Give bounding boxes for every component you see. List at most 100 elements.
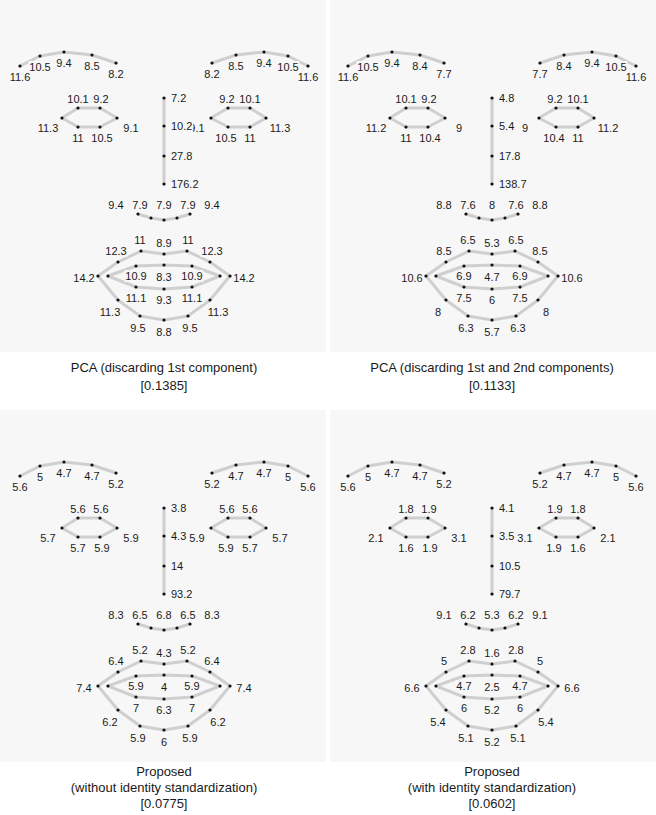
- landmark-point: [210, 61, 213, 64]
- error-value: 2.8: [507, 644, 524, 656]
- error-value: 5.2: [107, 478, 124, 490]
- error-value: 5.9: [129, 732, 146, 744]
- landmark-point: [106, 274, 109, 277]
- landmark-point: [516, 622, 519, 625]
- landmark-point: [98, 535, 101, 538]
- error-value: 9.3: [155, 294, 172, 306]
- nose-line: [163, 508, 166, 594]
- landmark-point: [76, 535, 79, 538]
- landmark-point: [592, 116, 595, 119]
- error-value: 5.2: [179, 644, 196, 656]
- landmark-point: [490, 592, 493, 595]
- landmark-point: [536, 260, 539, 263]
- error-value: 11.3: [37, 122, 60, 134]
- landmark-point: [262, 460, 265, 463]
- error-value: 5.2: [483, 704, 500, 716]
- landmark-point: [467, 249, 470, 252]
- landmark-point: [388, 116, 391, 119]
- landmark-point: [264, 116, 267, 119]
- landmark-point: [185, 249, 188, 252]
- error-value: 9.1: [435, 609, 452, 621]
- panel-caption: PCA (discarding 1st and 2nd components): [370, 360, 614, 376]
- landmark-point: [162, 96, 165, 99]
- error-value: 5: [284, 471, 292, 483]
- error-value: 7.6: [507, 199, 524, 211]
- error-value: 11.3: [269, 122, 292, 134]
- error-value: 1.8: [569, 503, 586, 515]
- error-value: 6.3: [509, 322, 526, 334]
- landmark-point: [576, 535, 579, 538]
- error-value: 79.7: [498, 588, 521, 600]
- landmark-point: [134, 674, 137, 677]
- error-value: 9.2: [218, 93, 235, 105]
- landmark-point: [424, 684, 427, 687]
- error-value: 5: [440, 655, 448, 667]
- landmark-point: [537, 116, 540, 119]
- landmark-point: [490, 728, 493, 731]
- error-value: 10.9: [124, 270, 147, 282]
- landmark-point: [404, 535, 407, 538]
- error-value: 5.1: [457, 732, 474, 744]
- error-value: 10.5: [214, 132, 237, 144]
- error-value: 9.4: [203, 199, 220, 211]
- error-value: 11: [243, 132, 256, 144]
- error-value: 4.7: [255, 467, 272, 479]
- error-value: 6: [160, 736, 168, 748]
- landmark-point: [209, 526, 212, 529]
- landmark-point: [162, 263, 165, 266]
- landmark-point: [490, 287, 493, 290]
- landmark-point: [467, 659, 470, 662]
- error-value: 6.5: [179, 609, 196, 621]
- error-value: 8.5: [83, 60, 100, 72]
- error-value: 6.6: [563, 682, 580, 694]
- landmark-point: [426, 516, 429, 519]
- error-value: 2.8: [459, 644, 476, 656]
- landmark-point: [490, 218, 493, 221]
- error-value: 6.5: [131, 609, 148, 621]
- error-value: 11.3: [207, 306, 230, 318]
- landmark-point: [464, 622, 467, 625]
- error-value: 11: [571, 132, 584, 144]
- error-value: 4.7: [55, 467, 72, 479]
- landmark-point: [60, 116, 63, 119]
- landmark-point: [234, 53, 237, 56]
- landmark-point: [62, 50, 65, 53]
- landmark-point: [462, 285, 465, 288]
- mouth-inner-outline: [436, 675, 548, 699]
- landmark-point: [226, 516, 229, 519]
- error-value: 6: [488, 294, 496, 306]
- error-value: 4.1: [498, 502, 515, 514]
- landmark-point: [175, 216, 178, 219]
- error-value: 10.6: [400, 272, 423, 284]
- landmark-point: [136, 622, 139, 625]
- landmark-point: [554, 535, 557, 538]
- landmark-point: [226, 535, 229, 538]
- error-value: 8.8: [155, 326, 172, 338]
- landmark-point: [634, 64, 637, 67]
- error-value: 93.2: [170, 588, 193, 600]
- error-value: 10.1: [566, 93, 589, 105]
- landmark-point: [190, 695, 193, 698]
- eye-outline: [539, 108, 594, 127]
- landmark-point: [306, 474, 309, 477]
- error-value: 8.5: [435, 245, 452, 257]
- landmark-point: [576, 125, 579, 128]
- landmark-point: [115, 116, 118, 119]
- error-value: 11.1: [181, 292, 204, 304]
- nose-line: [163, 98, 166, 184]
- error-value: 10.4: [542, 132, 565, 144]
- error-value: 4.7: [511, 680, 528, 692]
- landmark-point: [490, 263, 493, 266]
- error-value: 10.5: [28, 61, 51, 73]
- panel-caption: Proposed: [464, 764, 520, 780]
- mouth-inner-outline: [108, 265, 220, 289]
- error-value: 11.3: [99, 306, 122, 318]
- panel-caption: PCA (discarding 1st component): [71, 360, 257, 376]
- error-value: 7.2: [170, 92, 187, 104]
- mouth-outline: [426, 251, 558, 320]
- landmark-point: [590, 460, 593, 463]
- landmark-point: [537, 526, 540, 529]
- error-value: 11.2: [597, 122, 620, 134]
- landmark-point: [462, 674, 465, 677]
